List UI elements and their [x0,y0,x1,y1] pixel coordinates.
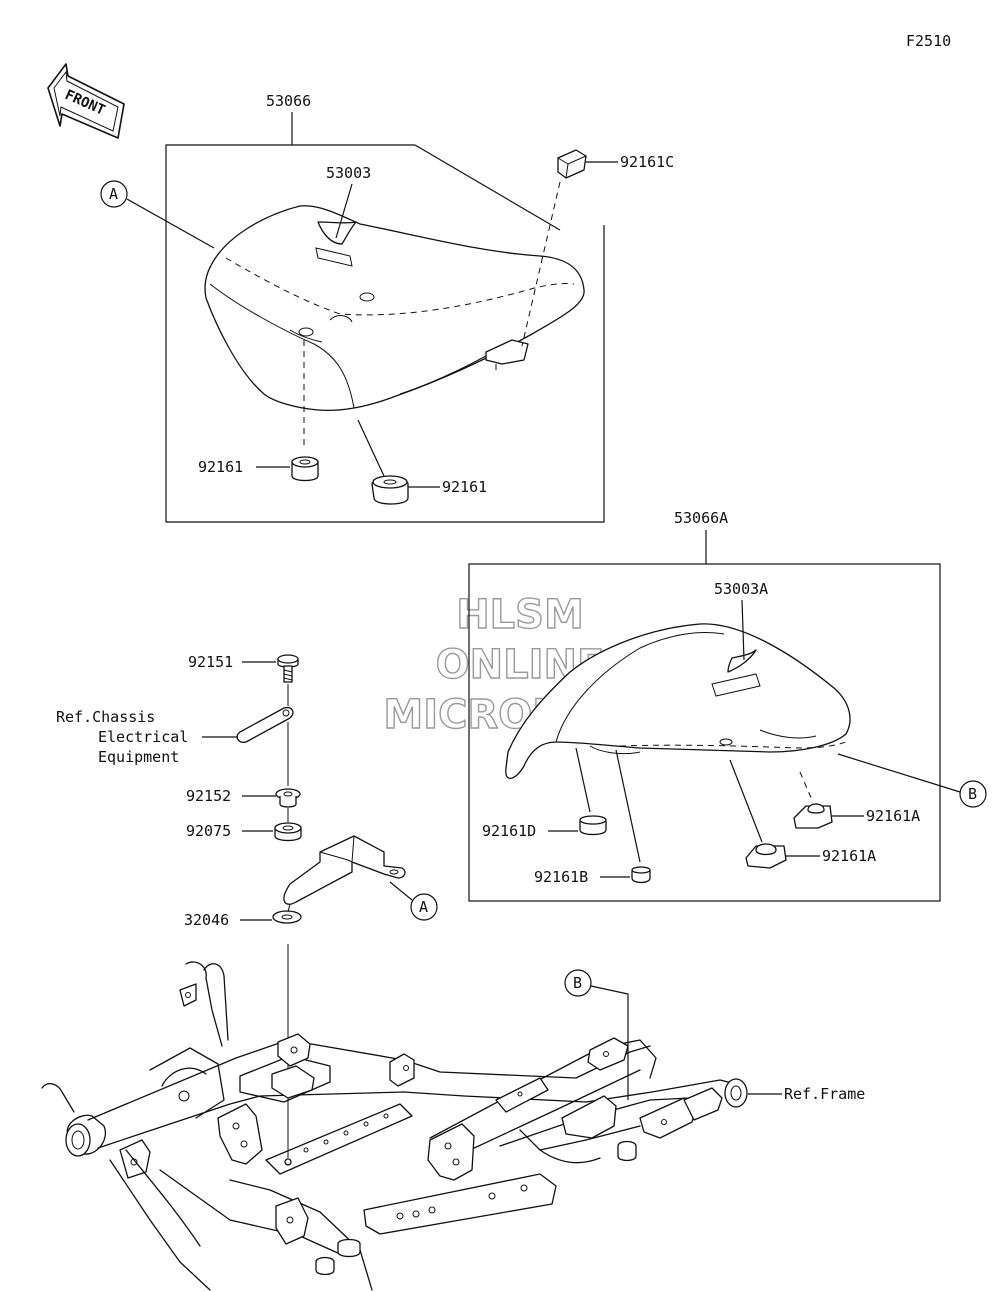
damper-92161-left-label: 92161 [198,458,243,476]
damper-92075[interactable] [274,822,302,842]
damper-92161a-upper[interactable] [793,803,833,829]
ref-frame-label: Ref.Frame [784,1085,865,1103]
damper-92161c[interactable] [557,149,587,179]
damper-92075-label: 92075 [186,822,231,840]
callout-a-bracket [410,893,438,921]
pillion-seat-assembly-label: 53066A [674,509,728,527]
rider-seat[interactable] [204,205,585,412]
diagram-code: F2510 [906,32,951,50]
damper-92161d-label: 92161D [482,822,536,840]
callout-a-rider-text: A [109,185,118,203]
bracket-group: 92151 Ref.Chassis Electrical Equipment 9… [56,653,438,1158]
rider-strap-label: 53003 [326,164,371,182]
callout-b-frame-text: B [573,974,582,992]
pillion-seat[interactable] [505,623,851,779]
watermark-line1: HLSM [456,592,584,638]
damper-92161a-lower-label: 92161A [822,847,876,865]
bracket-32046-label: 32046 [184,911,229,929]
damper-92161d[interactable] [579,815,607,836]
ref-chassis-line1: Ref.Chassis [56,708,155,726]
rider-seat-group: 53066 A 53003 [100,92,674,523]
callout-b-frame [564,969,592,997]
callout-a-rider [100,180,128,208]
ref-chassis-line2: Electrical [98,728,188,746]
damper-92161b[interactable] [631,866,651,884]
collar-92152[interactable] [275,788,301,808]
damper-92161a-lower[interactable] [745,843,787,869]
callout-b-pillion [959,780,987,808]
damper-92161-right-label: 92161 [442,478,487,496]
pillion-strap-label: 53003A [714,580,768,598]
front-arrow-icon: FRONT [47,63,125,139]
damper-92161c-label: 92161C [620,153,674,171]
rider-seat-assembly-label: 53066 [266,92,311,110]
damper-92161b-label: 92161B [534,868,588,886]
pillion-seat-group: 53066A 53003A B 92161A [468,509,987,902]
damper-92161a-upper-label: 92161A [866,807,920,825]
callout-b-pillion-text: B [968,785,977,803]
callout-a-bracket-text: A [419,898,428,916]
damper-92161-right[interactable] [371,475,409,505]
bolt-92151[interactable] [277,654,299,683]
damper-92161-left[interactable] [291,456,319,482]
bolt-92151-label: 92151 [188,653,233,671]
chassis-ground-strip[interactable] [236,706,294,743]
bracket-32046[interactable] [272,835,406,924]
frame-assembly: Ref.Frame [41,961,865,1291]
ref-chassis-line3: Equipment [98,748,179,766]
collar-92152-label: 92152 [186,787,231,805]
